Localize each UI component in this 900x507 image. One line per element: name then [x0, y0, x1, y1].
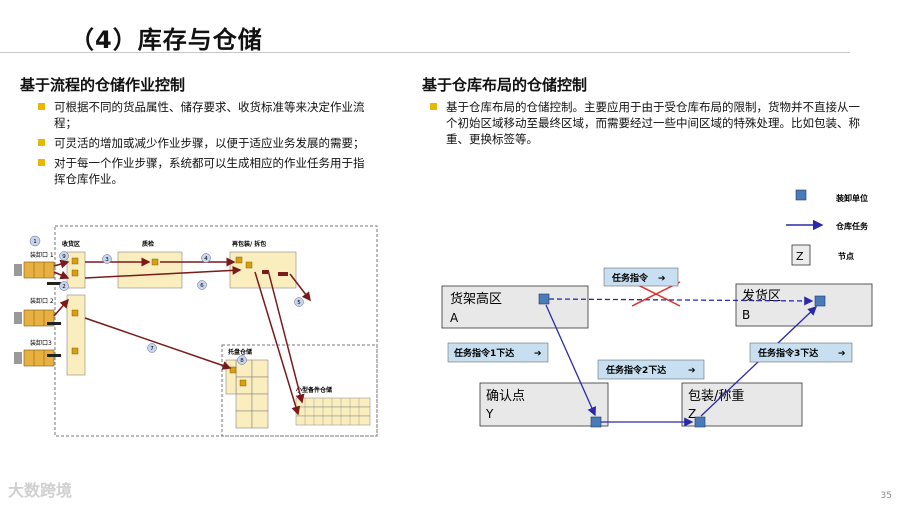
- step-badge: 2: [59, 281, 69, 291]
- svg-text:任务指令2下达: 任务指令2下达: [605, 364, 666, 376]
- small-parts-shelves: [295, 397, 371, 426]
- svg-text:➔: ➔: [534, 349, 542, 359]
- legend-node-label: 节点: [838, 251, 854, 261]
- zone-high-rack: 货架高区 A: [441, 285, 589, 329]
- right-bullet-item: 基于仓库布局的仓储控制。主要应用于由于受仓库布局的限制，货物并不直接从一个初始区…: [430, 99, 862, 147]
- node-icon-letter: Z: [796, 250, 804, 263]
- step-badge: 7: [147, 343, 157, 353]
- dock-2: [14, 309, 61, 327]
- dock-3: [14, 349, 61, 367]
- pallet-storage-label: 托盘仓储: [228, 348, 252, 356]
- svg-text:➔: ➔: [688, 366, 696, 376]
- legend-task-label: 仓库任务: [835, 221, 869, 231]
- task-1-arrow: [545, 304, 596, 417]
- task-label-3: 任务指令3下达 ➔: [749, 342, 853, 363]
- bullet-square-icon: [38, 159, 45, 166]
- svg-text:8: 8: [240, 358, 244, 364]
- svg-text:4: 4: [204, 256, 208, 262]
- step-badge: 6: [197, 280, 207, 290]
- legend-unit-label: 装卸单位: [835, 193, 868, 203]
- bullet-square-icon: [430, 103, 437, 110]
- receiving-label: 收货区: [62, 240, 80, 248]
- qc-label: 质检: [142, 240, 154, 248]
- unit-at-a: [538, 293, 550, 305]
- svg-text:发货区: 发货区: [742, 288, 781, 304]
- title-divider: [0, 52, 850, 53]
- storage-outline: [221, 344, 378, 437]
- left-bullet-list: 可根据不同的货品属性、储存要求、收货标准等来决定作业流程； 可灵活的增加或减少作…: [38, 99, 368, 191]
- unit-at-y: [590, 416, 602, 428]
- step-badge: 3: [102, 254, 112, 264]
- svg-text:B: B: [742, 308, 750, 322]
- bullet-square-icon: [38, 103, 45, 110]
- task-label-1: 任务指令1下达 ➔: [447, 342, 549, 363]
- step-badge: 5: [294, 297, 304, 307]
- svg-text:任务指令3下达: 任务指令3下达: [757, 347, 818, 359]
- small-parts-label: 小型备件仓储: [295, 386, 332, 394]
- unit-at-b: [814, 295, 826, 307]
- loading-unit-icon: [795, 189, 807, 201]
- svg-text:2: 2: [62, 284, 66, 290]
- pallet-storage-grid: [225, 359, 269, 429]
- svg-text:3: 3: [105, 257, 109, 263]
- page-number: 35: [880, 491, 892, 501]
- dock-2-label: 装卸口 2: [30, 297, 54, 305]
- step-badges: 1 2 3 4 5 6 7 8 9: [29, 235, 304, 365]
- repack-label: 再包装/ 拆包: [232, 240, 266, 248]
- svg-text:A: A: [450, 311, 459, 325]
- svg-text:7: 7: [150, 346, 154, 352]
- step-badge: 9: [59, 251, 69, 261]
- svg-text:➔: ➔: [658, 274, 666, 284]
- svg-text:5: 5: [297, 300, 301, 306]
- dock-1-label: 装卸口 1: [30, 251, 54, 259]
- receiving-area-lower: [66, 294, 86, 376]
- flow-arrows: [53, 257, 311, 416]
- step-badge: 4: [201, 253, 211, 263]
- unit-at-z: [694, 416, 706, 428]
- watermark-logo: 大数跨境: [8, 481, 73, 500]
- step-badge: 8: [237, 355, 247, 365]
- dock-1: [14, 261, 61, 285]
- qc-area: [117, 251, 183, 289]
- svg-text:6: 6: [200, 283, 204, 289]
- svg-text:Y: Y: [485, 407, 494, 421]
- left-bullet-item: 可根据不同的货品属性、储存要求、收货标准等来决定作业流程；: [38, 99, 368, 131]
- task-label-direct: 任务指令 ➔: [603, 267, 679, 287]
- left-bullet-item: 可灵活的增加或减少作业步骤，以便于适应业务发展的需要；: [38, 135, 368, 151]
- svg-text:包装/称重: 包装/称重: [688, 388, 744, 404]
- svg-text:任务指令1下达: 任务指令1下达: [453, 347, 514, 359]
- page-title: （4）库存与仓储: [70, 26, 263, 54]
- svg-text:➔: ➔: [838, 349, 846, 359]
- facility-outline: [54, 225, 378, 437]
- bullet-square-icon: [38, 139, 45, 146]
- step-badge: 1: [29, 235, 41, 247]
- left-bullet-item: 对于每一个作业步骤，系统都可以生成相应的作业任务用于指挥仓库作业。: [38, 155, 368, 187]
- node-icon: [791, 244, 811, 266]
- dock-3-label: 装卸口3: [30, 339, 52, 347]
- svg-text:1: 1: [33, 239, 37, 245]
- zone-confirm-point: 确认点 Y: [479, 382, 609, 427]
- task-label-2: 任务指令2下达 ➔: [597, 359, 705, 380]
- svg-text:货架高区: 货架高区: [450, 291, 502, 307]
- right-bullet-list: 基于仓库布局的仓储控制。主要应用于由于受仓库布局的限制，货物并不直接从一个初始区…: [430, 99, 862, 151]
- svg-text:任务指令: 任务指令: [611, 272, 649, 284]
- svg-text:Z: Z: [688, 407, 696, 421]
- zone-shipping: 发货区 B: [735, 283, 873, 327]
- right-section-heading: 基于仓库布局的仓储控制: [422, 76, 588, 94]
- left-section-heading: 基于流程的仓储作业控制: [20, 76, 186, 94]
- direct-task-arrow: [548, 296, 814, 306]
- svg-text:9: 9: [62, 254, 66, 260]
- svg-text:确认点: 确认点: [486, 389, 525, 404]
